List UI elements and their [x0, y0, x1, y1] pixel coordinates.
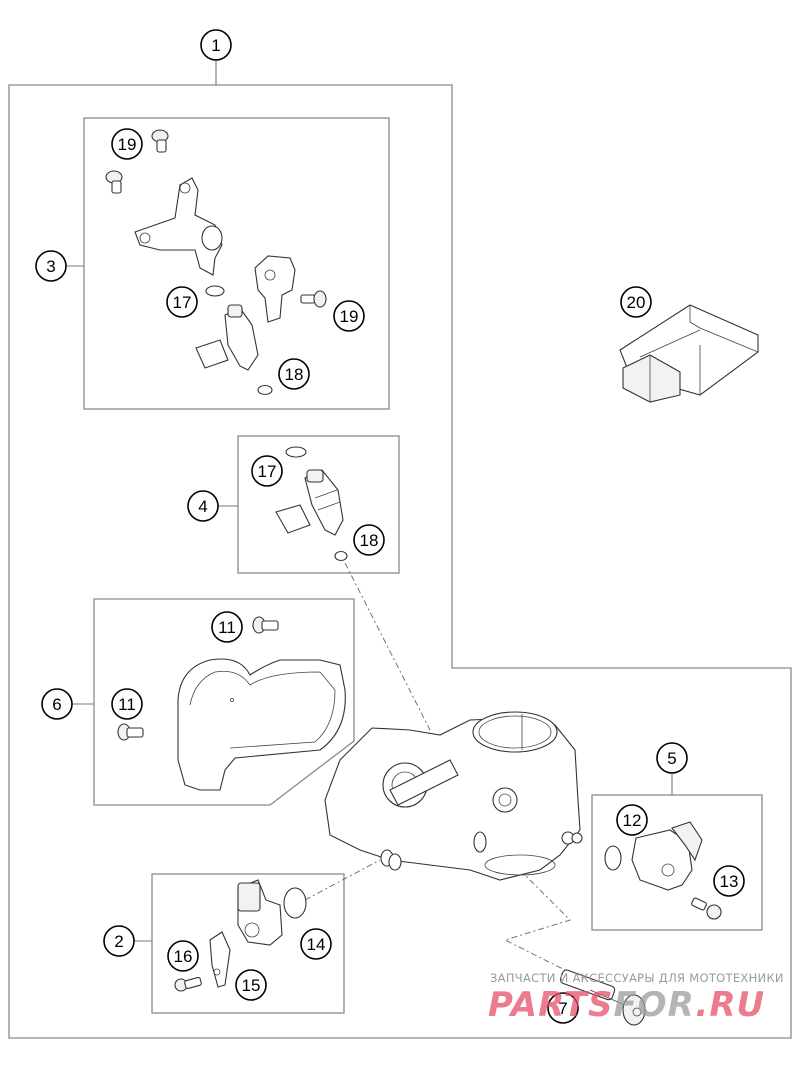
subassembly-frame-2 [134, 873, 345, 1014]
callout-label: 17 [258, 462, 277, 481]
watermark-brand[interactable]: PARTSFOR.RU [488, 985, 765, 1025]
callout-17-upper[interactable]: 17 [166, 286, 198, 318]
callout-label: 4 [198, 497, 207, 516]
throttle-body-part [324, 711, 583, 881]
callout-19-right[interactable]: 19 [333, 300, 365, 332]
callout-label: 19 [118, 135, 137, 154]
screw-16 [174, 976, 202, 992]
callout-label: 6 [52, 695, 61, 714]
callout-label: 11 [118, 695, 136, 714]
watermark-brand-part3: .RU [695, 985, 766, 1025]
callout-18-upper[interactable]: 18 [278, 358, 310, 390]
screw-19-top [151, 129, 169, 153]
callout-label: 15 [242, 976, 261, 995]
callout-19-top[interactable]: 19 [111, 128, 143, 160]
subassembly-frame-6 [73, 598, 355, 806]
callout-20[interactable]: 20 [620, 286, 652, 318]
callout-2[interactable]: 2 [103, 925, 135, 957]
callout-label: 2 [114, 932, 123, 951]
watermark-brand-part2: FOR [613, 985, 696, 1025]
callout-13[interactable]: 13 [713, 865, 745, 897]
injector-4-parts [275, 446, 348, 562]
callout-label: 16 [174, 947, 193, 966]
callout-16[interactable]: 16 [167, 940, 199, 972]
callout-1[interactable]: 1 [200, 29, 232, 61]
callout-4[interactable]: 4 [187, 490, 219, 522]
callout-12[interactable]: 12 [616, 804, 648, 836]
callout-7[interactable]: 7 [547, 992, 579, 1024]
callout-15[interactable]: 15 [235, 969, 267, 1001]
callout-label: 20 [627, 293, 646, 312]
callout-17-lower[interactable]: 17 [251, 455, 283, 487]
callout-label: 1 [211, 36, 220, 55]
callout-label: 18 [285, 365, 304, 384]
throttle-cover-parts [117, 616, 346, 791]
callout-14[interactable]: 14 [300, 928, 332, 960]
callout-label: 11 [218, 618, 236, 637]
callout-label: 5 [667, 749, 676, 768]
callout-11-top[interactable]: 11 [211, 611, 243, 643]
screw-13 [691, 897, 722, 920]
subassembly-frame-5 [591, 772, 763, 931]
callout-11-left[interactable]: 11 [111, 688, 143, 720]
subassembly-frame-4 [218, 435, 400, 574]
idle-screw-part [559, 969, 646, 1026]
callout-label: 7 [558, 999, 567, 1018]
ecu-connector-part [619, 304, 759, 403]
callout-label: 12 [623, 811, 642, 830]
callout-label: 14 [307, 935, 326, 954]
watermark-tagline: ЗАПЧАСТИ И АКСЕССУАРЫ ДЛЯ МОТОТЕХНИКИ [490, 971, 784, 985]
screw-11-top [252, 616, 279, 634]
screw-11-left [117, 723, 144, 741]
assembly-frame-1 [8, 60, 792, 1039]
subassembly-frame-3 [67, 117, 390, 410]
callout-label: 13 [720, 872, 739, 891]
callout-label: 18 [360, 531, 379, 550]
map-sensor-parts [604, 821, 722, 920]
callout-label: 3 [46, 257, 55, 276]
watermark-brand-part1: PARTS [488, 985, 614, 1025]
callout-6[interactable]: 6 [41, 688, 73, 720]
callout-label: 17 [173, 293, 192, 312]
callout-label: 19 [340, 307, 359, 326]
screw-19-left [105, 170, 123, 194]
tps-parts [174, 879, 307, 992]
assembly-dash-lines [304, 562, 571, 971]
callout-3[interactable]: 3 [35, 250, 67, 282]
screw-19-right [300, 290, 327, 308]
injector-rail-parts [105, 129, 327, 396]
callout-5[interactable]: 5 [656, 742, 688, 774]
callout-18-lower[interactable]: 18 [353, 524, 385, 556]
